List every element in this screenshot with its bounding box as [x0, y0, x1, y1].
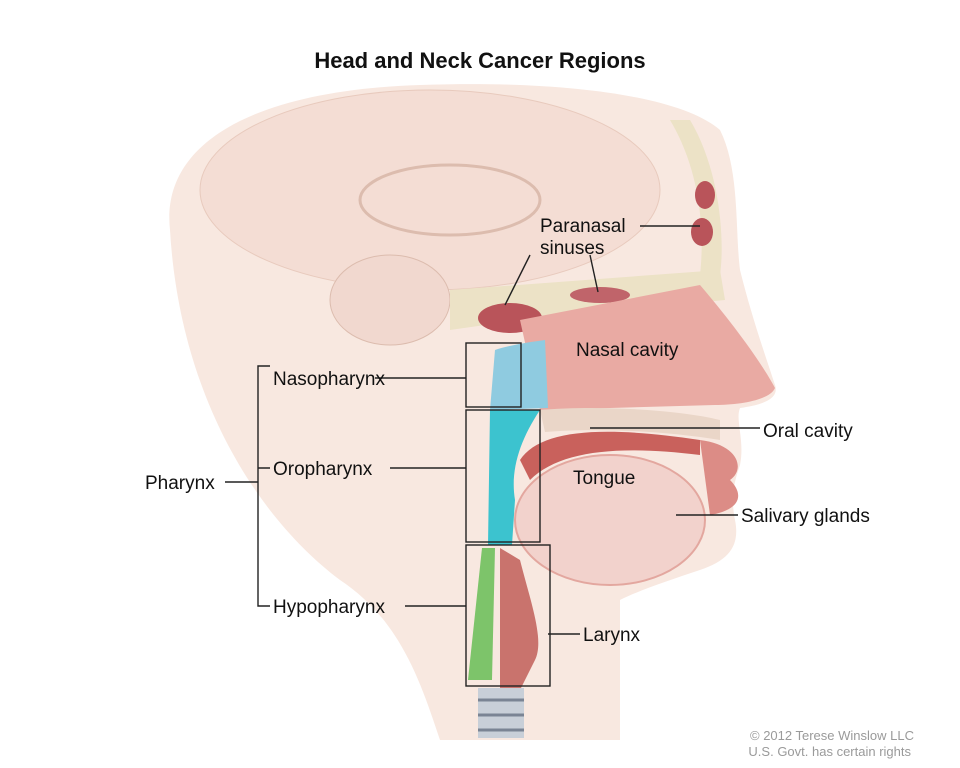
copyright-line1: © 2012 Terese Winslow LLC	[750, 728, 914, 743]
larynx-region	[500, 548, 539, 690]
diagram-title: Head and Neck Cancer Regions	[314, 48, 645, 73]
pharynx-bracket	[225, 365, 270, 607]
oropharynx-bracket	[465, 409, 541, 543]
label-salivary-glands: Salivary glands	[741, 506, 870, 527]
palate	[540, 408, 720, 440]
hypopharynx-bracket	[465, 544, 551, 687]
label-larynx: Larynx	[583, 625, 641, 646]
frontal-sinus-2	[691, 218, 713, 246]
nasopharynx-bracket	[465, 342, 522, 408]
label-tongue: Tongue	[573, 468, 635, 489]
nasopharynx-region	[490, 340, 548, 410]
label-nasopharynx: Nasopharynx	[273, 369, 385, 390]
ethmoid-sinus	[570, 287, 630, 303]
label-pharynx: Pharynx	[145, 473, 215, 494]
label-sinuses: sinuses	[540, 238, 604, 259]
hypopharynx-region	[468, 548, 495, 680]
corpus-callosum	[358, 163, 542, 237]
oropharynx-region	[488, 410, 540, 545]
label-hypopharynx: Hypopharynx	[273, 597, 385, 618]
tongue-region	[514, 454, 706, 586]
nasal-cavity-region	[520, 285, 775, 410]
label-nasal-cavity: Nasal cavity	[576, 340, 679, 361]
label-oropharynx: Oropharynx	[273, 459, 373, 480]
copyright-line2: U.S. Govt. has certain rights	[748, 744, 911, 759]
label-paranasal: Paranasal	[540, 216, 626, 237]
label-oral-cavity: Oral cavity	[763, 421, 853, 442]
cerebellum	[329, 254, 451, 346]
frontal-sinus	[695, 181, 715, 209]
oral-cavity-region	[520, 431, 700, 480]
lips	[700, 440, 739, 515]
